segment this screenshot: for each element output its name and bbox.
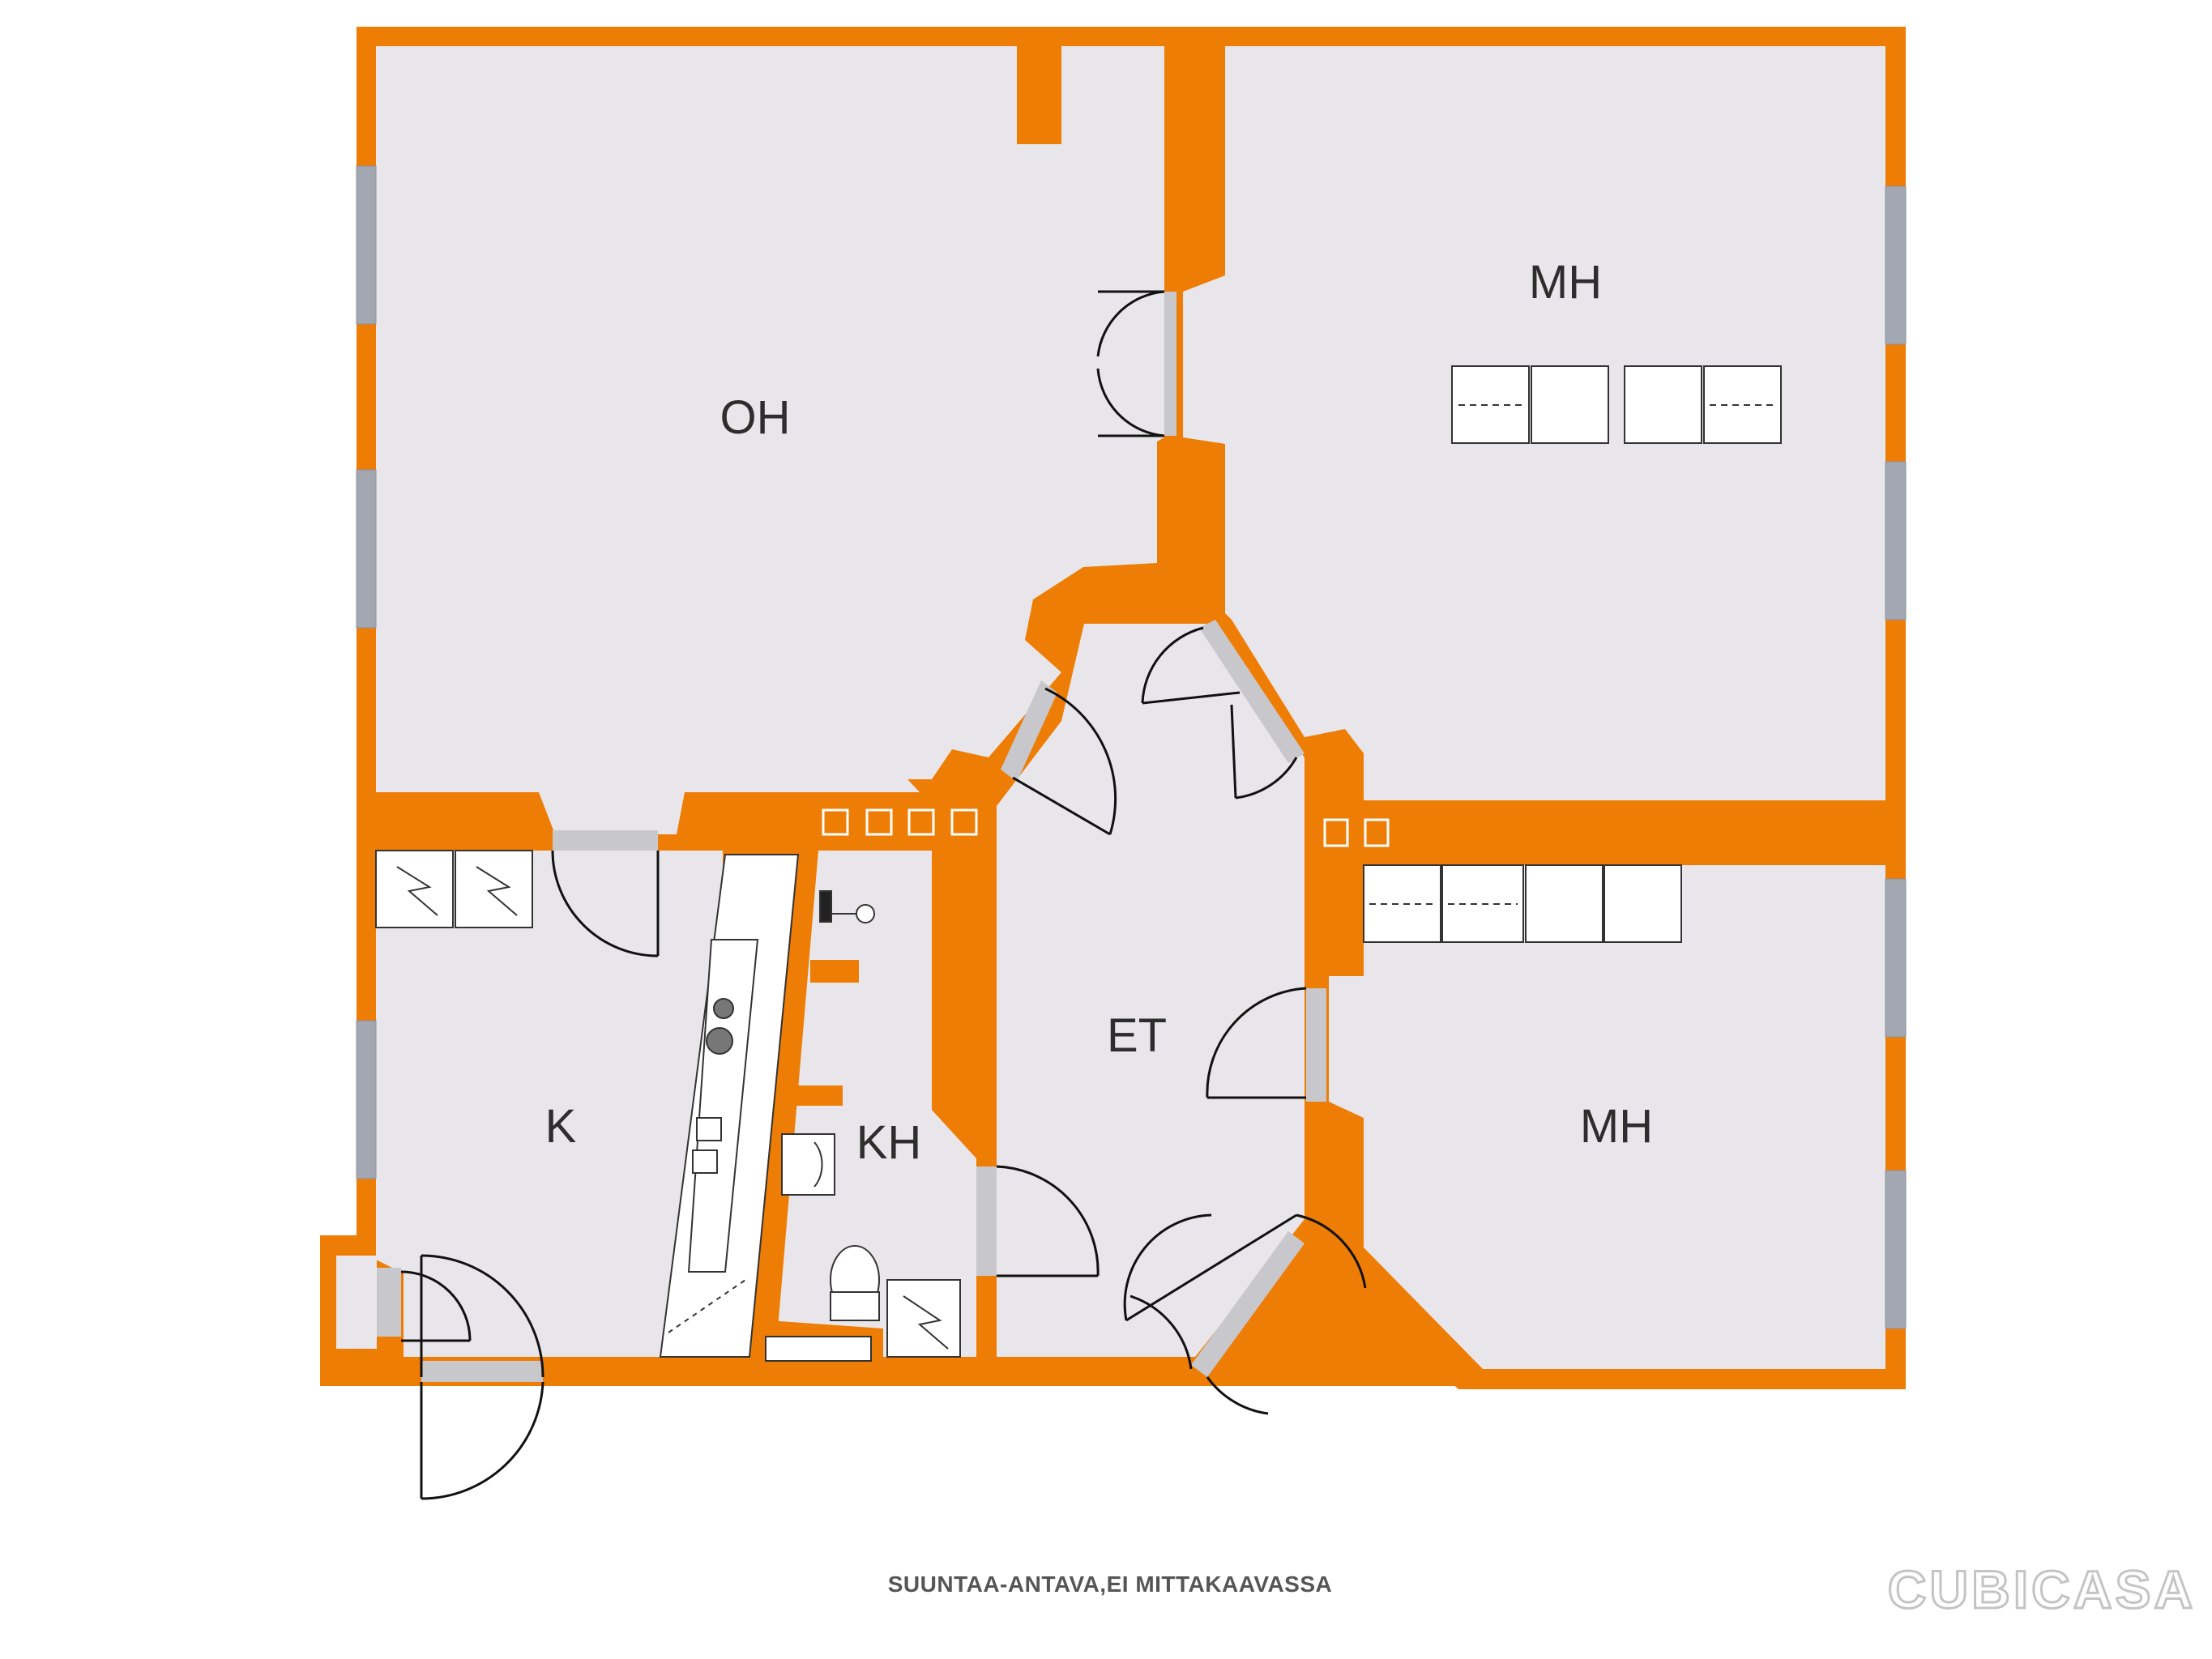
door-arc-oh-mh-1	[1096, 290, 1165, 357]
bath-hall-partition	[932, 806, 997, 1264]
vent-tiles	[822, 808, 1390, 847]
door-gap-oh-mh	[1164, 292, 1176, 436]
vestibule-floor	[336, 1256, 377, 1349]
window-right-2	[1885, 461, 1907, 621]
door-arc-oh-mh-2	[1096, 368, 1165, 437]
window-right-3	[1885, 878, 1907, 1038]
door-arc-et-mh-bottom	[1206, 987, 1307, 1098]
door-gap-front	[421, 1361, 543, 1382]
door-gaps	[377, 292, 1326, 1382]
window-left-3	[356, 1020, 377, 1179]
bath-mat	[765, 1336, 872, 1362]
windows	[356, 165, 1907, 1329]
window-right-4	[1885, 1170, 1907, 1329]
door-gap-et-kh	[976, 1166, 997, 1276]
bath-shelf-2	[794, 1085, 843, 1106]
door-arc-et-mh-1	[1141, 626, 1204, 704]
door-arc-et-kh	[996, 1165, 1100, 1277]
door-arc-oh-k	[551, 850, 659, 957]
cubicasa-logo: CUBICASA	[1888, 1559, 2196, 1619]
window-left-2	[356, 469, 377, 629]
door-arc-entrance-1	[1123, 1213, 1212, 1321]
doors	[400, 290, 1367, 1500]
fixtures	[375, 365, 1782, 1362]
room-label-mh-bottom: MH	[1580, 1100, 1653, 1153]
door-arc-et-mh-2	[1235, 757, 1298, 800]
door-gap-et-mh2	[1306, 988, 1326, 1102]
door-arc-entrance-4	[1206, 1376, 1269, 1415]
door-arc-entrance-3	[1129, 1294, 1193, 1370]
door-arc-entrance-2	[1296, 1213, 1367, 1289]
disclaimer-caption: SUUNTAA-ANTAVA,EI MITTAKAAVASSA	[888, 1572, 1333, 1597]
door-arc-front	[421, 1381, 544, 1500]
toilet-tank	[830, 1291, 880, 1321]
room-labels: OH MH MH ET K KH	[545, 256, 1653, 1169]
wardrobe-mh-bottom	[1363, 864, 1682, 943]
room-label-oh: OH	[720, 391, 791, 444]
door-gap-oh-k	[553, 830, 658, 851]
room-floor-k	[376, 851, 723, 1357]
door-gap-vestibule	[377, 1268, 401, 1337]
door-gap-entrance	[1191, 1231, 1305, 1377]
door-arc-vestibule	[400, 1270, 472, 1341]
bath-shelf-1	[810, 960, 859, 983]
room-label-mh-top: MH	[1529, 256, 1602, 309]
door-gap-et-mh	[1199, 620, 1305, 763]
wardrobe-mh-top	[1451, 365, 1782, 444]
floors	[336, 46, 1885, 1369]
kitchen-counter	[659, 854, 800, 1358]
door-arc-k-inner	[421, 1254, 544, 1378]
window-right-1	[1885, 186, 1907, 345]
room-label-et: ET	[1107, 1009, 1167, 1062]
electric-cabinets	[375, 850, 961, 1358]
sink	[781, 1133, 835, 1196]
door-gap-oh-et	[1001, 680, 1057, 782]
interior-walls	[745, 753, 1364, 1328]
door-arc-oh-et	[1044, 687, 1117, 835]
window-left-1	[356, 165, 377, 325]
room-floor-mh-bottom	[1329, 865, 1885, 1369]
room-floor-et	[997, 624, 1305, 1357]
room-floor-oh	[376, 46, 1164, 834]
room-label-kh: KH	[856, 1116, 922, 1169]
room-label-k: K	[545, 1100, 577, 1153]
hall-bedroom-corner	[1305, 753, 1364, 865]
bathroom-fixtures	[765, 890, 880, 1362]
shower-head	[856, 904, 875, 923]
